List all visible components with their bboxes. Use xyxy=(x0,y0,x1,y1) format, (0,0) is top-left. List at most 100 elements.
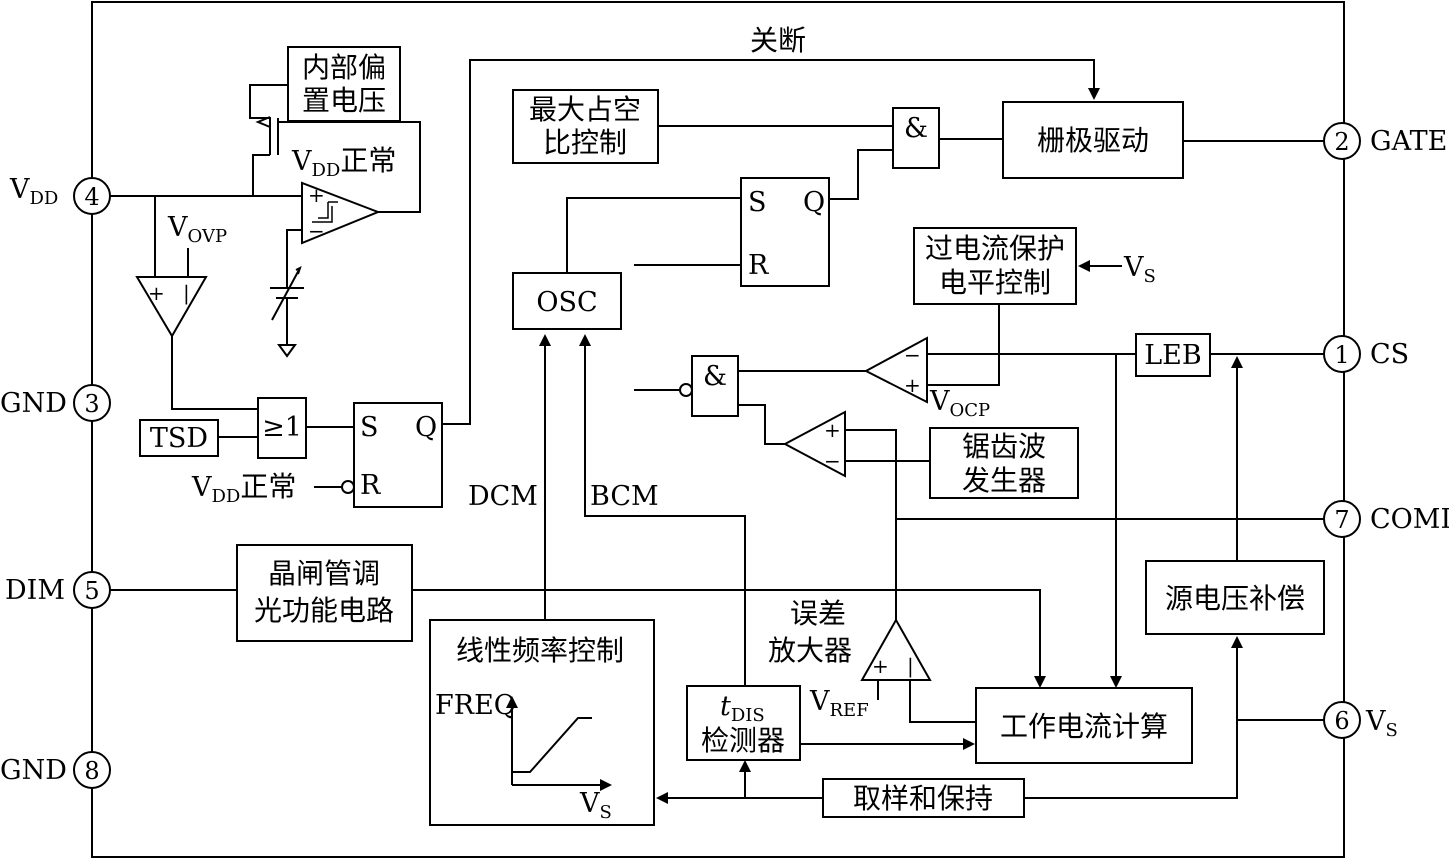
leb-block xyxy=(1135,333,1211,377)
error-amp-line2: 放大器 xyxy=(768,634,852,667)
pin-gnd-3-label: GND xyxy=(0,388,67,419)
vovp-label: VOVP xyxy=(167,212,227,247)
dimmer-line1: 晶闸管调 xyxy=(268,557,380,590)
sample-hold-block xyxy=(822,778,1025,818)
pin-gate: 2 GATE xyxy=(1323,122,1447,160)
arrow-tdis-to-calc xyxy=(963,738,975,750)
dimmer-line2: 光功能电路 xyxy=(254,594,394,627)
wire-q-to-and xyxy=(829,149,893,200)
vocp-label: VOCP xyxy=(929,386,990,421)
vdd-ok-label: VDD正常 xyxy=(291,144,396,181)
source-comp-label: 源电压补偿 xyxy=(1165,582,1305,615)
pin-comi-number: 7 xyxy=(1334,506,1349,534)
wire-bcm xyxy=(584,340,746,686)
and-gate-mid-label: & xyxy=(703,361,727,392)
arrow-vs-to-ocp xyxy=(1078,260,1090,272)
osc-label: OSC xyxy=(536,287,597,318)
wire-ea-out xyxy=(845,429,897,622)
current-calc-label: 工作电流计算 xyxy=(1000,710,1168,743)
pin-vs-label: VS xyxy=(1365,706,1398,741)
tdis-line1: tDIS xyxy=(720,691,765,726)
ocp-level-line1: 过电流保护 xyxy=(925,232,1065,265)
pin-dim: 5 DIM xyxy=(5,571,111,609)
pin-cs: 1 CS xyxy=(1323,335,1409,373)
and-gate-top-label: & xyxy=(904,113,928,144)
tsd-label: TSD xyxy=(150,423,208,454)
wire-calc-to-ea xyxy=(909,680,976,723)
tsd-block xyxy=(139,419,219,457)
arrow-comp-to-leb xyxy=(1231,356,1243,368)
svg-text:−: − xyxy=(824,449,841,473)
vdd-ok-reset-label: VDD正常 xyxy=(191,470,296,507)
or-gate-label: ≥1 xyxy=(262,412,302,443)
pin-comi: 7 COMI xyxy=(1323,500,1449,538)
pin-gnd-8-number: 8 xyxy=(84,757,99,785)
arrow-sh-to-freq xyxy=(656,792,668,804)
svg-text:−: − xyxy=(308,219,325,243)
pin-vdd-label: VDD xyxy=(9,174,58,209)
sr-pwm-q: Q xyxy=(803,187,825,218)
variable-reference-source xyxy=(270,229,304,358)
dcm-label: DCM xyxy=(468,481,538,512)
pin-gate-label: GATE xyxy=(1370,126,1447,157)
sr-protection-q: Q xyxy=(415,412,437,443)
pin-cs-label: CS xyxy=(1370,339,1409,370)
svg-text:+: + xyxy=(148,281,165,305)
source-comp-block xyxy=(1145,560,1325,635)
svg-text:+: + xyxy=(904,373,921,397)
sr-protection-r-inverter xyxy=(341,480,355,494)
arrow-bcm xyxy=(579,334,591,346)
sawtooth-block xyxy=(929,427,1079,499)
pin-gnd-8: 8 GND xyxy=(0,751,111,789)
internal-bias-block xyxy=(287,46,401,122)
sr-pwm-r: R xyxy=(748,250,769,281)
wire-osc-to-s xyxy=(566,197,741,273)
pin-vs-number: 6 xyxy=(1334,707,1349,735)
ramp-comparator: + − xyxy=(782,410,846,478)
sawtooth-line2: 发生器 xyxy=(962,464,1046,497)
tdis-line2: 检测器 xyxy=(701,724,785,757)
error-amp-line1: 误差 xyxy=(790,597,846,630)
osc-block xyxy=(512,272,622,330)
pin-gate-number: 2 xyxy=(1334,128,1349,156)
wire-vdd-to-mos xyxy=(252,154,270,196)
internal-bias-line2: 置电压 xyxy=(302,84,386,117)
pin-cs-number: 1 xyxy=(1334,341,1349,369)
pin-vdd-number: 4 xyxy=(84,183,99,211)
ocp-comparator: − + xyxy=(863,336,928,404)
ocp-level-line2: 电平控制 xyxy=(939,266,1051,299)
vdd-ok-comparator: + − xyxy=(301,181,381,245)
max-duty-block xyxy=(512,89,659,164)
and-gate-mid xyxy=(691,355,739,417)
max-duty-line2: 比控制 xyxy=(543,126,627,159)
arrow-dimmer-to-calc xyxy=(1034,676,1046,688)
wire-vs-to-sh xyxy=(1024,720,1238,799)
freq-vs-label: VS xyxy=(579,788,612,823)
gate-drive-block xyxy=(1002,101,1184,179)
wire-ovp-to-or xyxy=(171,336,258,410)
freq-control-block xyxy=(429,619,655,826)
pin-gnd-3: 3 GND xyxy=(0,384,111,422)
arrow-dcm xyxy=(539,334,551,346)
shutdown-label: 关断 xyxy=(750,24,806,57)
wire-vs-to-comp xyxy=(1236,643,1324,721)
arrow-cs-to-calc xyxy=(1110,676,1122,688)
and-gate-mid-inverter xyxy=(679,383,693,397)
current-calc-block xyxy=(975,687,1193,764)
sr-latch-pwm xyxy=(740,177,830,287)
svg-text:+: + xyxy=(308,183,325,207)
leb-label: LEB xyxy=(1144,340,1201,371)
svg-text:+: + xyxy=(824,418,841,442)
wire-and-to-ramp-comp xyxy=(738,404,785,445)
arrow-vs-to-comp xyxy=(1231,636,1243,648)
freq-control-label: 线性频率控制 xyxy=(456,634,624,667)
pin-dim-label: DIM xyxy=(5,575,65,606)
pin-gnd-3-number: 3 xyxy=(84,390,99,418)
arrow-shutdown xyxy=(1088,88,1100,100)
sample-hold-label: 取样和保持 xyxy=(853,782,993,815)
pin-vs: 6 VS xyxy=(1323,701,1398,741)
vref-label: VREF xyxy=(809,686,869,721)
wire-ocp-ref xyxy=(927,304,1000,386)
svg-text:+: + xyxy=(872,654,889,678)
